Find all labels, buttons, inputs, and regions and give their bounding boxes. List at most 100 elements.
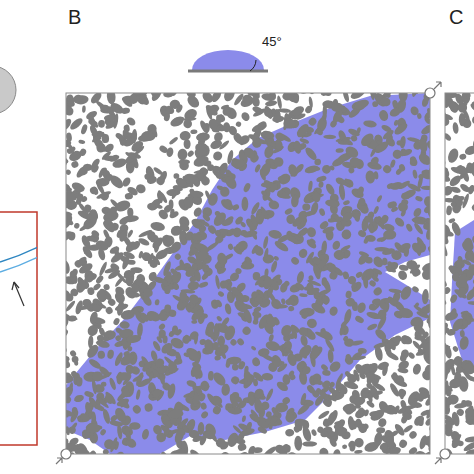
grain <box>445 368 452 377</box>
grain <box>126 229 133 238</box>
grain <box>171 282 180 291</box>
grain <box>106 93 116 105</box>
grain <box>342 199 350 205</box>
grain <box>293 140 303 154</box>
grain <box>256 120 267 129</box>
grain <box>90 297 105 312</box>
grain <box>230 285 241 297</box>
grain <box>374 134 382 142</box>
grain <box>461 93 469 106</box>
grain <box>221 316 231 327</box>
grain <box>201 263 210 273</box>
grain <box>411 217 426 226</box>
grain <box>300 310 309 320</box>
grain <box>397 201 410 214</box>
grain <box>268 199 281 210</box>
grain <box>322 225 336 235</box>
grain <box>249 214 258 228</box>
grain <box>425 225 430 241</box>
grain <box>462 440 474 453</box>
grain <box>296 402 312 417</box>
grain <box>155 175 166 186</box>
grain <box>418 434 428 450</box>
grain <box>265 388 275 402</box>
grain <box>412 363 423 376</box>
grain <box>422 289 430 305</box>
grain <box>128 93 143 97</box>
grain <box>85 343 101 360</box>
grain <box>185 93 197 99</box>
grain <box>151 340 161 352</box>
grain <box>73 222 80 229</box>
grain <box>82 105 86 112</box>
grain <box>108 377 117 391</box>
grain <box>194 333 199 345</box>
grain <box>328 218 336 222</box>
grain <box>369 407 387 423</box>
grain <box>166 147 175 158</box>
grain <box>139 131 156 143</box>
grain <box>277 108 291 113</box>
grain <box>416 310 430 320</box>
grain <box>156 191 167 202</box>
grain <box>98 261 108 277</box>
grain <box>342 230 352 240</box>
grain <box>149 234 159 244</box>
grain <box>232 227 242 238</box>
grain <box>266 93 278 99</box>
grain <box>445 184 454 197</box>
grain <box>372 101 379 108</box>
grain <box>210 394 224 407</box>
grain <box>445 286 452 295</box>
grain <box>66 385 75 402</box>
grain <box>220 280 229 289</box>
grain <box>471 115 474 126</box>
grain <box>290 256 301 266</box>
inlet-icon <box>56 449 71 464</box>
grain <box>107 349 115 359</box>
grain <box>265 314 278 328</box>
grain <box>363 215 374 224</box>
grain <box>70 422 78 431</box>
grain <box>275 402 289 413</box>
grain <box>312 192 321 203</box>
grain <box>131 404 142 415</box>
grain <box>66 290 70 297</box>
grain <box>242 95 252 103</box>
grain <box>68 116 84 131</box>
grain <box>393 121 410 137</box>
grain <box>286 352 298 367</box>
grain <box>459 153 467 160</box>
grain <box>368 224 375 234</box>
grain <box>173 427 186 444</box>
grain <box>224 303 233 315</box>
grain <box>222 198 233 209</box>
grain <box>171 447 186 454</box>
grain <box>109 420 118 426</box>
grain <box>241 325 252 336</box>
grain <box>253 398 264 414</box>
grain <box>461 361 474 377</box>
grain <box>345 297 356 307</box>
grain <box>465 419 474 426</box>
grain <box>252 387 265 400</box>
grain <box>305 317 318 330</box>
grain <box>66 145 76 155</box>
panel-border <box>445 93 474 454</box>
grain <box>109 250 125 264</box>
grain <box>169 240 183 255</box>
grain <box>204 190 211 200</box>
grain <box>323 135 336 139</box>
grain <box>294 162 305 174</box>
panel-border <box>66 93 430 454</box>
grain <box>417 113 422 119</box>
grain <box>296 270 305 284</box>
grain <box>228 271 241 284</box>
panel-label: B <box>68 6 81 29</box>
grain <box>307 279 322 288</box>
grain <box>382 258 388 266</box>
grain <box>425 124 430 133</box>
grain <box>236 337 245 347</box>
grains <box>66 93 430 454</box>
outlet-icon <box>425 82 441 98</box>
